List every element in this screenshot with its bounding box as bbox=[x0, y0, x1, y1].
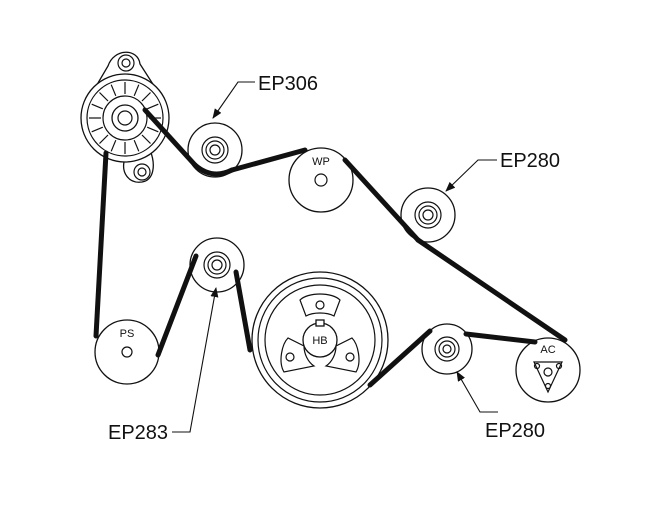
balancer-keyway bbox=[315, 319, 325, 327]
harmonic-balancer-pulley: HB bbox=[251, 271, 389, 409]
callout-left-idler: EP283 bbox=[108, 287, 219, 444]
alternator-fin bbox=[110, 84, 117, 97]
alternator-fin bbox=[91, 126, 104, 133]
balancer-bolt-2 bbox=[285, 352, 295, 362]
top-idler-pulley bbox=[187, 122, 243, 178]
callout-top-idler: EP306 bbox=[212, 73, 318, 119]
ac-compressor-label: AC bbox=[540, 344, 555, 356]
bracket-hole-top bbox=[117, 54, 135, 72]
power-steering-label: PS bbox=[120, 328, 135, 340]
alternator-fin bbox=[141, 92, 151, 102]
power-steering-pulley: PS bbox=[94, 319, 160, 385]
alternator-inner-ring bbox=[102, 95, 148, 141]
balancer-bolt-1 bbox=[315, 300, 325, 310]
alternator-pulley bbox=[80, 51, 170, 183]
alternator-fin bbox=[141, 134, 151, 144]
water-pump-label: WP bbox=[312, 156, 330, 168]
serpentine-belt bbox=[93, 107, 568, 388]
alternator-fin bbox=[133, 84, 140, 97]
alternator-fin bbox=[146, 103, 159, 110]
water-pump-pulley: WP bbox=[288, 147, 354, 213]
bracket-hole-top-inner bbox=[121, 58, 131, 68]
right-idler-pulley bbox=[400, 187, 456, 243]
balancer-bolt-3 bbox=[345, 352, 355, 362]
harmonic-balancer-label: HB bbox=[312, 335, 327, 347]
callout-left-idler-label: EP283 bbox=[108, 422, 168, 444]
callout-bottom-idler-label: EP280 bbox=[485, 420, 545, 442]
alternator-hub bbox=[111, 104, 139, 132]
callout-top-idler-label: EP306 bbox=[258, 73, 318, 95]
ac-compressor-pulley: AC bbox=[515, 337, 581, 403]
callout-right-idler-label: EP280 bbox=[500, 150, 560, 172]
alternator-fan-ring bbox=[86, 79, 164, 157]
alternator-shaft bbox=[117, 110, 133, 126]
bracket-hole-bottom-inner bbox=[137, 167, 147, 177]
callout-right-idler: EP280 bbox=[445, 150, 560, 192]
bottom-idler-pulley bbox=[421, 323, 473, 375]
alternator-fin bbox=[146, 126, 159, 133]
bracket-hole-bottom bbox=[133, 163, 151, 181]
alternator-fin bbox=[110, 139, 117, 152]
callout-bottom-idler: EP280 bbox=[456, 371, 545, 442]
alternator-fin bbox=[133, 139, 140, 152]
alternator-fin bbox=[99, 92, 109, 102]
alternator-fin bbox=[91, 103, 104, 110]
alternator-fin bbox=[99, 134, 109, 144]
ac-clutch-plate bbox=[533, 361, 563, 394]
